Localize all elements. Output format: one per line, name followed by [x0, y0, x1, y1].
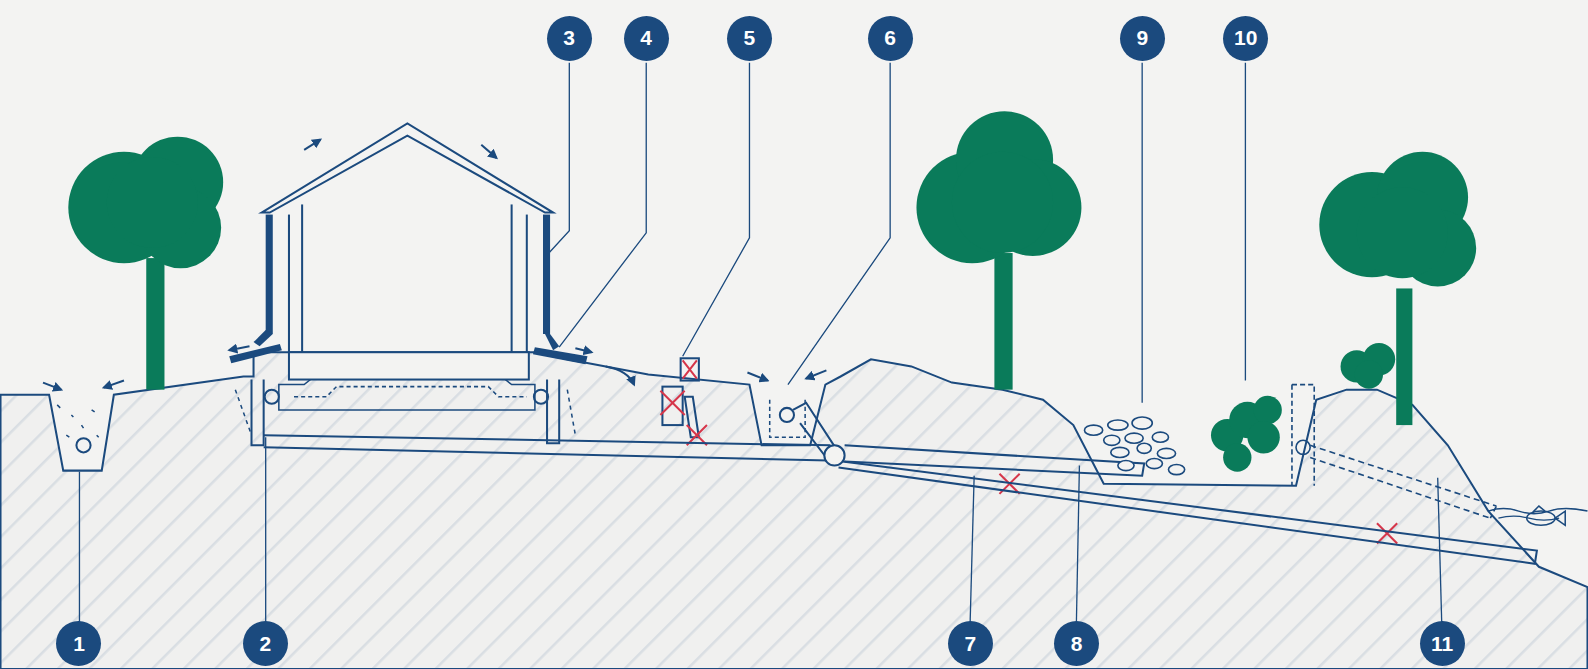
callout-number: 1 [56, 621, 101, 666]
water-line [1498, 516, 1559, 520]
red-cross [660, 360, 1397, 543]
callout-number: 11 [1420, 621, 1465, 666]
leader-line [79, 63, 1441, 624]
ground [1, 352, 1588, 669]
callout-number: 4 [624, 16, 669, 61]
foundation-drain [235, 372, 575, 445]
callout-number: 5 [727, 16, 772, 61]
infiltration-trench [43, 381, 124, 453]
downpipe [229, 215, 587, 365]
infiltration-structure [1292, 385, 1496, 519]
callout-number: 2 [243, 621, 288, 666]
pipe [264, 435, 1537, 564]
house [262, 123, 553, 379]
tree [68, 137, 223, 390]
tree [916, 111, 1081, 389]
fish [1527, 506, 1565, 525]
callout-number: 9 [1120, 16, 1165, 61]
callout-number: 3 [547, 16, 592, 61]
callout-number: 6 [868, 16, 913, 61]
stone-outlet [1084, 417, 1184, 475]
flow-arrow [229, 346, 1273, 443]
bush [1211, 343, 1395, 472]
callout-number: 8 [1054, 621, 1099, 666]
callout-number: 7 [948, 621, 993, 666]
callout-number: 10 [1223, 16, 1268, 61]
tree [1319, 152, 1476, 425]
